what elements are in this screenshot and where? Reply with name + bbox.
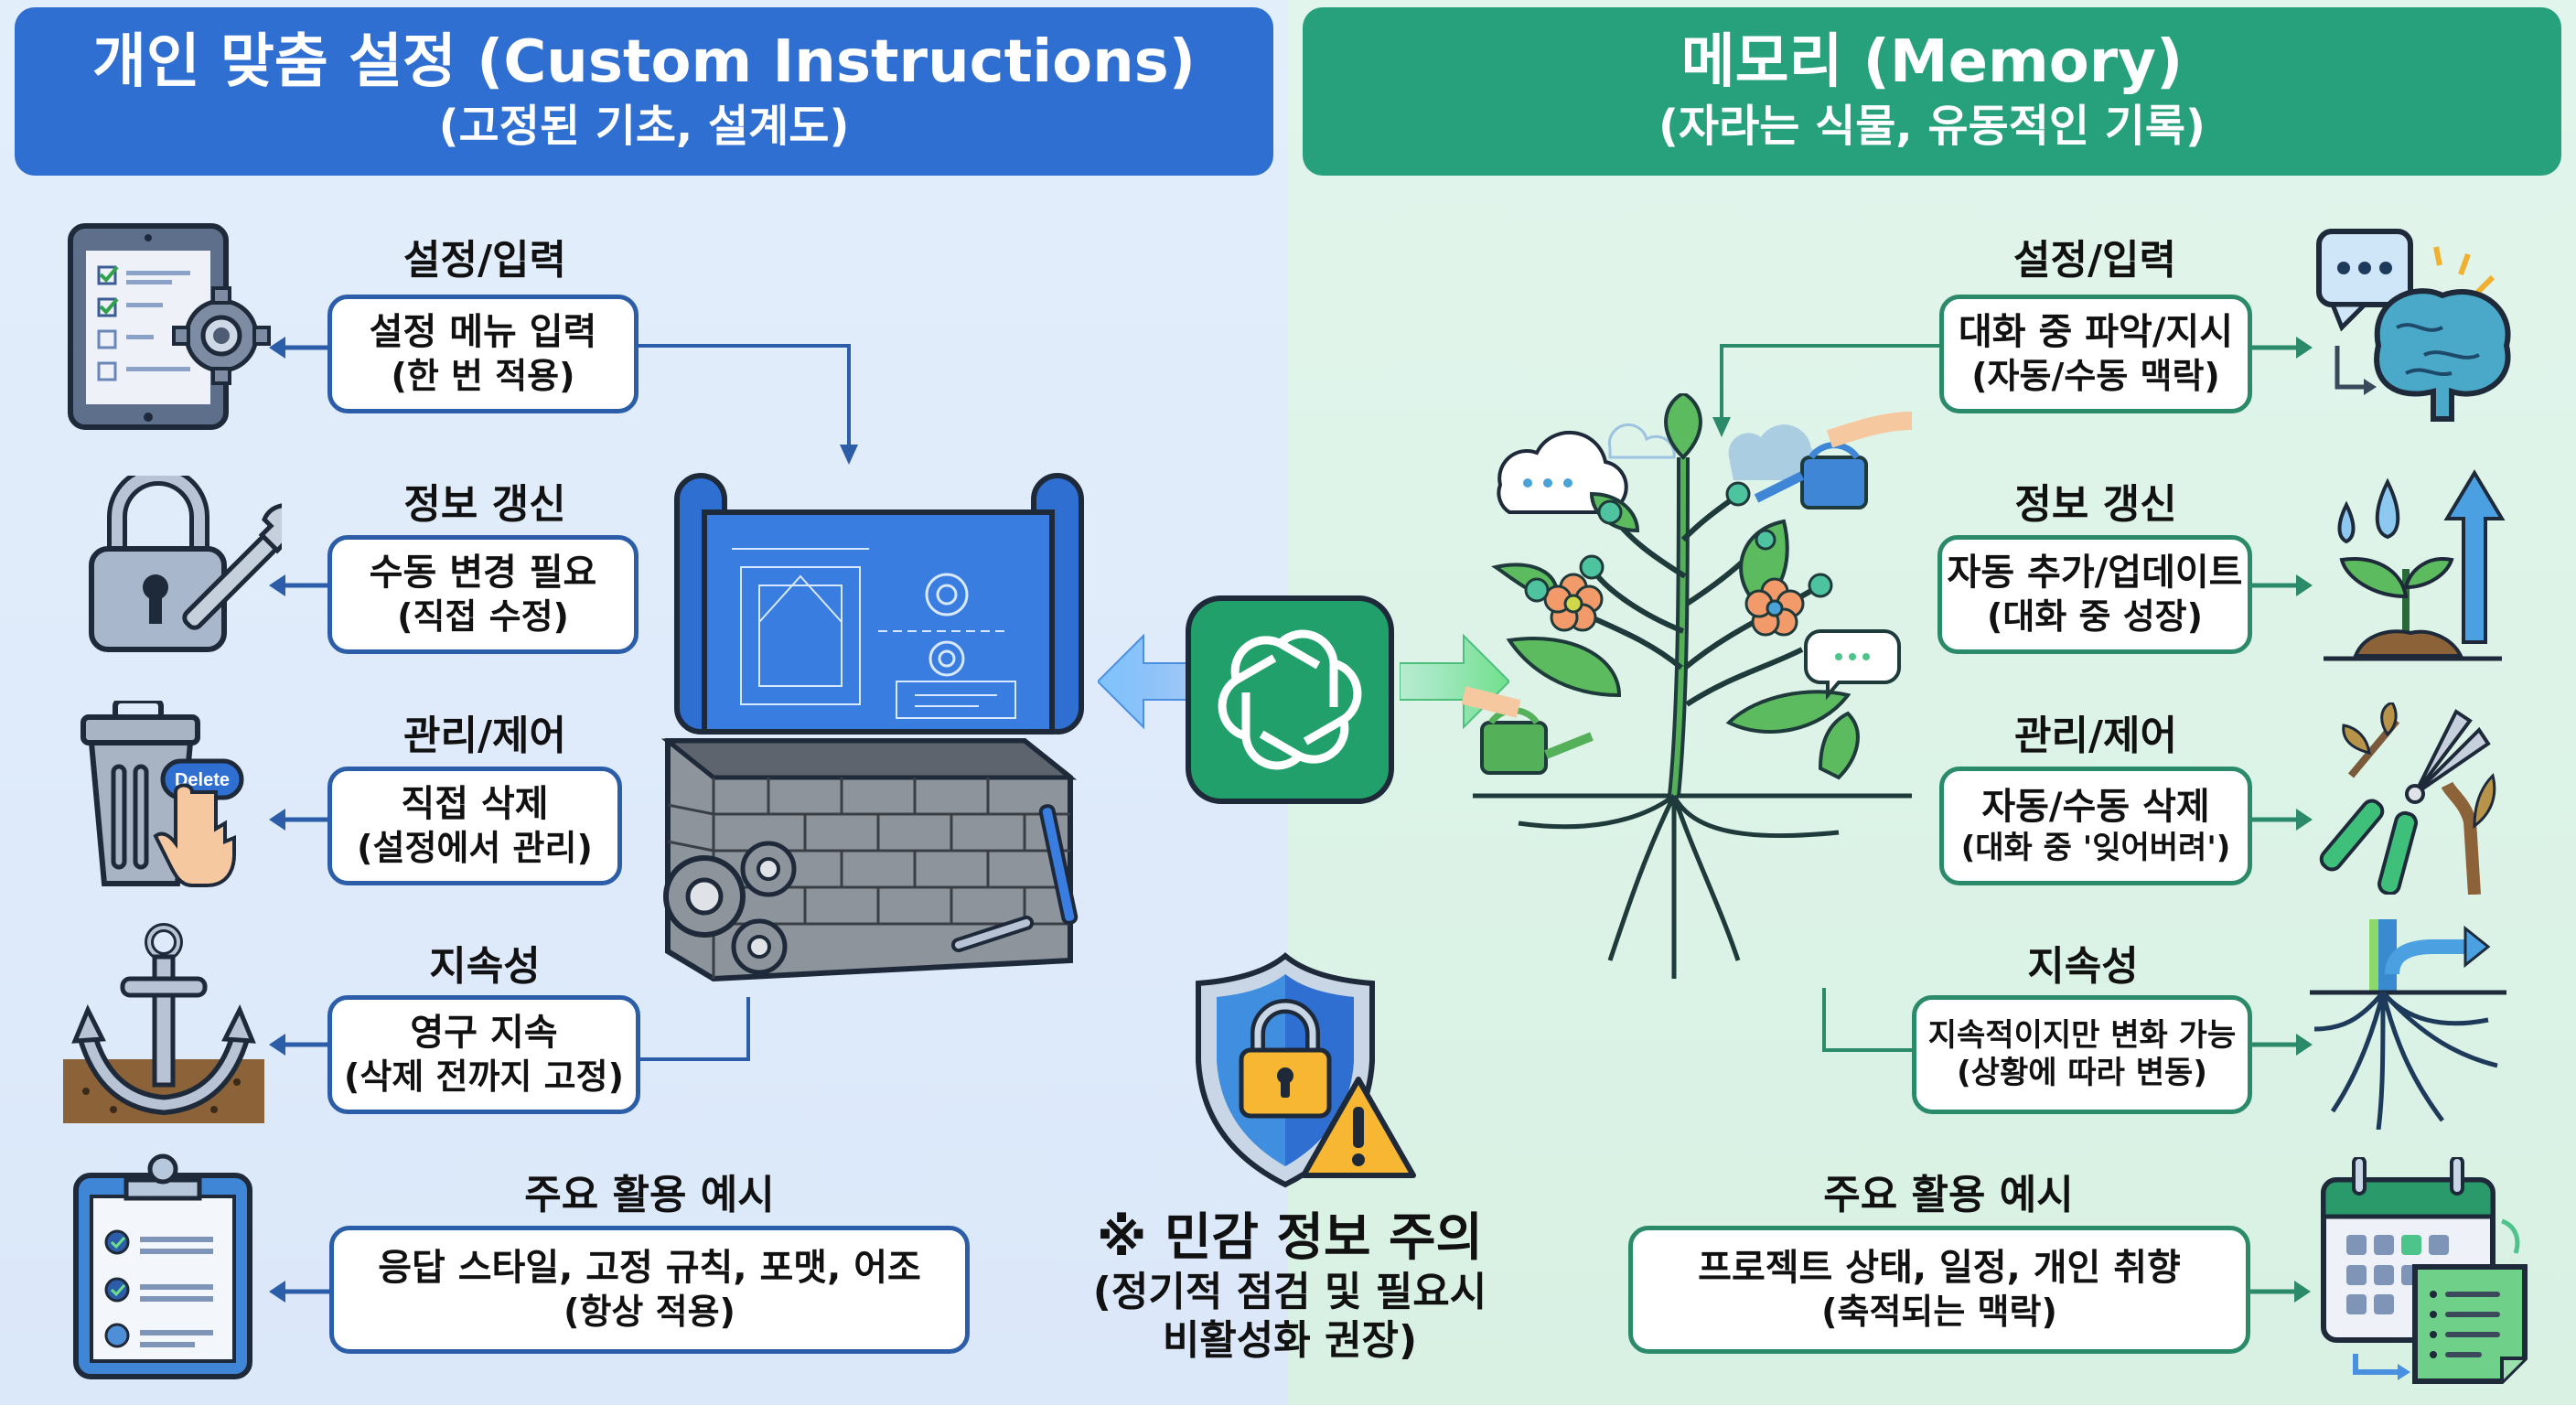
row-line1: 설정 메뉴 입력 (369, 311, 597, 354)
header-subtitle: (자라는 식물, 유동적인 기록) (1658, 101, 2206, 152)
row-line2: (상황에 따라 변동) (1957, 1055, 2207, 1091)
warning-line2: 비활성화 권장) (1162, 1316, 1418, 1364)
right-row-box: 지속적이지만 변화 가능 (상황에 따라 변동) (1912, 995, 2252, 1114)
sensitive-info-warning: ※ 민감 정보 주의 (정기적 점검 및 필요시 비활성화 권장) (1052, 1207, 1528, 1366)
arrow-right-connector (2252, 337, 2313, 359)
right-row-box: 자동 추가/업데이트 (대화 중 성장) (1937, 535, 2252, 654)
arrow-right-connector (2252, 1034, 2313, 1056)
connector-to-foundation (639, 997, 750, 1061)
warning-title: ※ 민감 정보 주의 (1096, 1208, 1484, 1268)
right-row-title: 주요 활용 예시 (1823, 1172, 2074, 1218)
right-row-title: 설정/입력 (2013, 237, 2176, 284)
row-line2: (한 번 적용) (391, 356, 575, 397)
left-row-title: 정보 갱신 (403, 481, 566, 528)
left-row-title: 설정/입력 (403, 237, 566, 284)
header-title: 개인 맞춤 설정 (Custom Instructions) (91, 28, 1197, 97)
chatgpt-logo-icon (1185, 595, 1395, 805)
row-line2: (설정에서 관리) (357, 828, 593, 869)
arrow-right-connector (2252, 574, 2313, 596)
connector-to-tree (1712, 344, 1941, 437)
warning-line1: (정기적 점검 및 필요시 (1092, 1269, 1487, 1316)
padlock-wrench-icon (80, 476, 282, 659)
calendar-notes-icon (2319, 1157, 2538, 1386)
connector-from-roots (1822, 988, 1914, 1052)
header-title: 메모리 (Memory) (1680, 28, 2184, 97)
row-line1: 응답 스타일, 고정 규칙, 포맷, 어조 (378, 1247, 921, 1290)
arrow-left-connector (269, 574, 329, 596)
row-line2: (항상 적용) (564, 1292, 735, 1333)
arrow-left-connector (269, 1034, 329, 1056)
row-line1: 자동/수동 삭제 (1981, 785, 2210, 828)
row-line2: (축적되는 맥락) (1821, 1292, 2057, 1333)
arrow-to-left-panel (1098, 633, 1208, 730)
growing-tree-illustration (1454, 393, 1930, 979)
left-row-box: 설정 메뉴 입력 (한 번 적용) (327, 295, 639, 413)
left-row-box: 직접 삭제 (설정에서 관리) (327, 767, 622, 885)
row-line2: (삭제 전까지 고정) (344, 1056, 624, 1098)
pruning-shears-icon (2314, 702, 2525, 895)
left-row-box: 응답 스타일, 고정 규칙, 포맷, 어조 (항상 적용) (329, 1226, 970, 1354)
left-row-title: 관리/제어 (403, 713, 566, 759)
row-line2: (대화 중 '잊어버려') (1960, 829, 2231, 866)
row-line1: 영구 지속 (410, 1012, 558, 1055)
right-row-title: 정보 갱신 (2014, 481, 2177, 528)
row-line2: (대화 중 성장) (1987, 596, 2203, 638)
arrow-right-connector (2252, 809, 2313, 831)
row-line2: (직접 수정) (397, 596, 569, 638)
roots-branch-arrow-icon (2305, 919, 2516, 1130)
row-line1: 대화 중 파악/지시 (1958, 311, 2234, 354)
row-line1: 프로젝트 상태, 일정, 개인 취향 (1698, 1247, 2181, 1290)
left-row-box: 수동 변경 필요 (직접 수정) (327, 535, 639, 654)
shield-lock-warning-icon (1185, 951, 1422, 1189)
blueprint-foundation-illustration (640, 439, 1134, 1006)
chat-brain-icon (2314, 227, 2534, 428)
right-row-title: 지속성 (2027, 943, 2139, 990)
row-line1: 자동 추가/업데이트 (1947, 552, 2243, 595)
row-line1: 수동 변경 필요 (369, 552, 597, 595)
right-row-box: 프로젝트 상태, 일정, 개인 취향 (축적되는 맥락) (1628, 1226, 2250, 1354)
anchor-icon (59, 922, 269, 1123)
left-row-box: 영구 지속 (삭제 전까지 고정) (327, 995, 640, 1114)
sprout-water-growth-icon (2319, 468, 2520, 670)
right-row-title: 관리/제어 (2014, 713, 2177, 759)
trash-delete-icon: Delete (79, 701, 262, 902)
row-line2: (자동/수동 맥락) (1971, 356, 2220, 397)
row-line1: 직접 삭제 (401, 783, 549, 826)
connector-to-blueprint (639, 344, 858, 465)
right-row-box: 대화 중 파악/지시 (자동/수동 맥락) (1939, 295, 2252, 413)
arrow-right-connector (2250, 1281, 2311, 1303)
header-subtitle: (고정된 기초, 설계도) (438, 101, 850, 152)
tablet-checklist-gear-icon (66, 221, 276, 432)
row-line1: 지속적이지만 변화 가능 (1927, 1016, 2237, 1054)
clipboard-checklist-icon (71, 1143, 263, 1381)
right-row-box: 자동/수동 삭제 (대화 중 '잊어버려') (1939, 767, 2252, 885)
arrow-left-connector (269, 809, 329, 831)
arrow-left-connector (269, 1281, 329, 1303)
left-row-title: 지속성 (429, 943, 541, 990)
arrow-left-connector (269, 337, 329, 359)
custom-instructions-header: 개인 맞춤 설정 (Custom Instructions) (고정된 기초, … (15, 7, 1273, 176)
left-row-title: 주요 활용 예시 (524, 1172, 775, 1218)
memory-header: 메모리 (Memory) (자라는 식물, 유동적인 기록) (1303, 7, 2561, 176)
